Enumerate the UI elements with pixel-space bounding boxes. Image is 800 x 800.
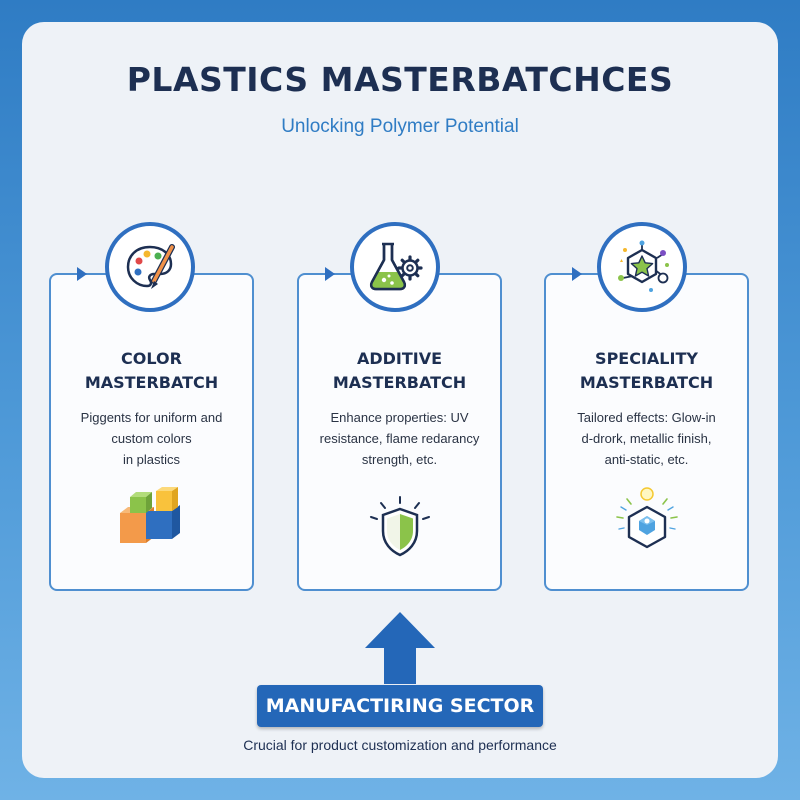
page-subtitle: Unlocking Polymer Potential [281, 116, 519, 137]
star-network-icon [597, 222, 687, 312]
card-description: Piggents for uniform and custom colors i… [80, 410, 223, 467]
speciality-masterbatch-card: SPECIALITY MASTERBATCH Tailored effects:… [544, 267, 749, 591]
shield-icon [369, 496, 430, 557]
additive-masterbatch-card: ADDITIVE MASTERBATCH Enhance properties:… [297, 267, 502, 591]
manufacturing-sector-label: MANUFACTIRING SECTOR [257, 685, 543, 727]
flask-gear-icon [350, 222, 440, 312]
pointer-triangle-icon [325, 267, 335, 281]
pointer-triangle-icon [572, 267, 582, 281]
color-masterbatch-card: COLOR MASTERBATCH Piggents for uniform a… [49, 267, 254, 591]
color-blocks-icon [119, 487, 180, 543]
pointer-triangle-icon [77, 267, 87, 281]
card-title: ADDITIVE MASTERBATCH [332, 349, 467, 392]
card-description: Enhance properties: UV resistance, flame… [319, 410, 480, 467]
up-arrow-icon [365, 612, 435, 684]
card-title: COLOR MASTERBATCH [84, 349, 219, 392]
glowing-hexagon-icon [615, 487, 678, 549]
palette-brush-icon [105, 222, 195, 312]
page-title: PLASTICS MASTERBATCHCES [126, 60, 674, 99]
card-description: Tailored effects: Glow-in d-drork, metal… [577, 410, 716, 467]
sector-caption: Crucial for product customization and pe… [243, 737, 557, 753]
card-title: SPECIALITY MASTERBATCH [579, 349, 714, 392]
